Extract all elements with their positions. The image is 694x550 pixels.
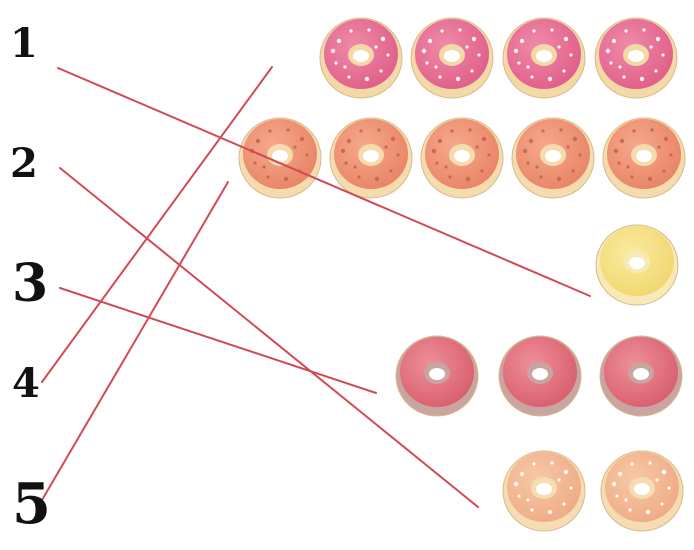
donut — [596, 225, 678, 305]
donut — [603, 118, 685, 198]
match-line[interactable] — [58, 68, 590, 296]
number-3: 3 — [12, 258, 48, 310]
donut — [601, 451, 683, 531]
number-2: 2 — [10, 144, 38, 184]
match-line[interactable] — [60, 288, 376, 393]
donut — [503, 451, 585, 531]
donut — [595, 18, 677, 98]
donut — [411, 18, 493, 98]
donuts-layer — [239, 18, 685, 531]
number-4: 4 — [12, 364, 40, 404]
donut — [320, 18, 402, 98]
mauve-rim-donuts — [396, 336, 682, 416]
donut — [600, 336, 682, 416]
match-line[interactable] — [60, 168, 478, 507]
donut — [421, 118, 503, 198]
donut — [499, 336, 581, 416]
match-line[interactable] — [42, 67, 272, 382]
match-lines — [42, 67, 590, 507]
donut — [503, 18, 585, 98]
number-5: 5 — [12, 476, 51, 532]
donut — [512, 118, 594, 198]
peach-dotted-donuts — [239, 118, 685, 198]
yellow-donut — [596, 225, 678, 305]
number-1: 1 — [10, 24, 38, 64]
pink-sprinkle-donuts — [320, 18, 677, 98]
donut — [396, 336, 478, 416]
light-peach-donuts — [503, 451, 683, 531]
donut — [330, 118, 412, 198]
donut — [239, 118, 321, 198]
